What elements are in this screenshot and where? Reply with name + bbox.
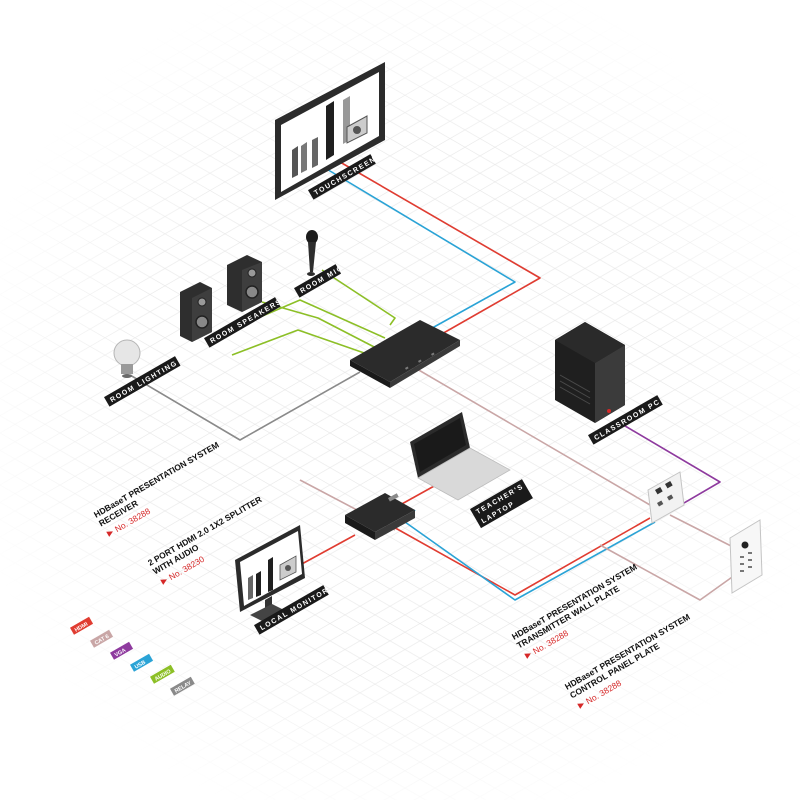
cable-audio-mic bbox=[321, 269, 396, 326]
legend-label-usb: USB bbox=[134, 660, 147, 671]
cable-hdmi-touchscreen bbox=[339, 161, 541, 336]
cable-hdmi-splitter-wallplate bbox=[389, 517, 651, 596]
light-bulb-device bbox=[113, 339, 141, 378]
legend-item-usb: USB bbox=[130, 653, 154, 672]
cable-hdmi-splitter-monitor bbox=[299, 534, 356, 566]
cable-usb-touchscreen bbox=[324, 167, 516, 333]
legend-item-vga: VGA bbox=[110, 641, 134, 660]
cable-cat6-receiver-wallplate bbox=[404, 361, 651, 506]
legend-swatch-usb bbox=[130, 653, 154, 672]
cable-relay-control-panel-2 bbox=[599, 544, 736, 601]
speaker-device-right bbox=[227, 255, 262, 312]
laptop-device bbox=[410, 412, 511, 501]
red-arrow-icon bbox=[577, 703, 584, 709]
receiver-device bbox=[350, 320, 460, 388]
red-arrow-icon bbox=[106, 531, 113, 537]
bar-chart-icon bbox=[292, 96, 368, 178]
transmitter-wall-plate-device bbox=[647, 471, 685, 524]
cable-relay-lighting bbox=[129, 371, 361, 441]
legend-swatch-audio bbox=[150, 664, 175, 684]
red-arrow-icon bbox=[160, 579, 167, 585]
legend-swatch-vga bbox=[110, 641, 134, 660]
cable-audio-speaker-3 bbox=[231, 329, 371, 356]
cable-vga-pc bbox=[614, 419, 721, 511]
cable-relay-control-panel bbox=[669, 514, 736, 549]
local-monitor-device bbox=[235, 525, 305, 625]
speaker-device-left bbox=[180, 282, 212, 342]
touchscreen-device bbox=[275, 62, 385, 200]
splitter-device bbox=[345, 493, 415, 540]
legend-swatch-relay bbox=[170, 676, 195, 696]
cable-audio-speaker-1 bbox=[261, 301, 381, 351]
legend-swatch-cat6 bbox=[90, 629, 114, 648]
microphone-device bbox=[306, 230, 318, 276]
control-panel-plate-device bbox=[729, 519, 763, 594]
red-arrow-icon bbox=[524, 653, 531, 659]
legend-label-vga: VGA bbox=[114, 647, 127, 658]
legend-swatch-hdmi bbox=[70, 616, 94, 635]
pc-tower-device bbox=[555, 322, 625, 423]
